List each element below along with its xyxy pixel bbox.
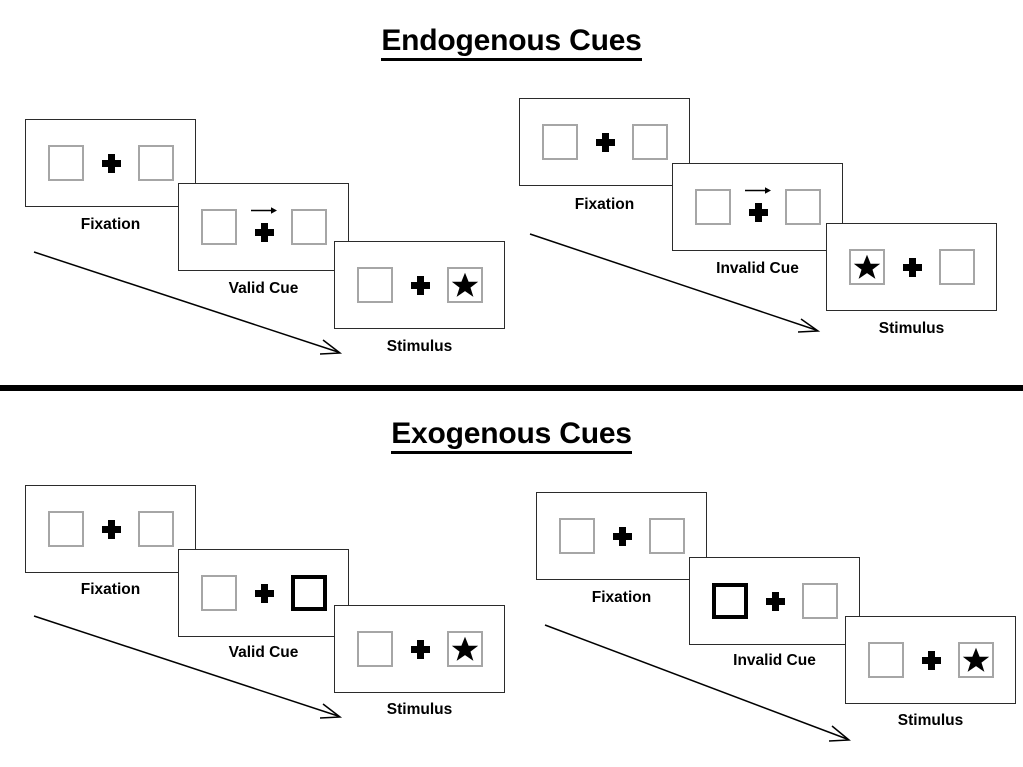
right-box[interactable] (957, 642, 994, 678)
stage-label-stimulus: Stimulus (897, 712, 964, 729)
frame-content (47, 139, 174, 187)
frame-content (541, 118, 668, 166)
left-box[interactable] (356, 631, 393, 667)
plus-icon (921, 650, 941, 670)
right-box[interactable] (631, 124, 668, 160)
stage-label-valid-cue: Valid Cue (228, 644, 299, 661)
stage-label-stimulus: Stimulus (878, 320, 945, 337)
right-box[interactable] (137, 511, 174, 547)
plus-icon (254, 583, 274, 603)
plus-icon (101, 153, 121, 173)
plus-icon (254, 222, 274, 242)
star-icon (451, 271, 479, 299)
frame-content (711, 577, 838, 625)
plus-icon (748, 202, 768, 222)
center-column (84, 505, 138, 553)
panel-exogenous-invalid-cue[interactable] (689, 557, 860, 645)
stage-label-invalid-cue: Invalid Cue (716, 260, 799, 277)
panel-exogenous-invalid-fixation[interactable] (536, 492, 707, 580)
section-title-endogenous-text: Endogenous Cues (381, 24, 642, 61)
stage-label-invalid-cue: Invalid Cue (733, 652, 816, 669)
frame-content (47, 505, 174, 553)
stage-label-stimulus: Stimulus (386, 701, 453, 718)
left-box[interactable] (200, 209, 237, 245)
star-icon (962, 646, 990, 674)
frame-content (867, 636, 994, 684)
section-title-exogenous-text: Exogenous Cues (391, 417, 632, 454)
center-column (904, 636, 958, 684)
frame-content (200, 569, 327, 617)
section-title-exogenous: Exogenous Cues (0, 417, 1023, 454)
stage-label-fixation: Fixation (80, 216, 141, 233)
left-box[interactable] (558, 518, 595, 554)
left-box[interactable] (47, 145, 84, 181)
section-title-endogenous: Endogenous Cues (0, 24, 1023, 61)
center-column (885, 243, 939, 291)
center-column (595, 512, 649, 560)
center-column (237, 203, 291, 251)
panel-exogenous-valid-stimulus[interactable] (334, 605, 505, 693)
plus-icon (595, 132, 615, 152)
stage-label-stimulus: Stimulus (386, 338, 453, 355)
plus-icon (765, 591, 785, 611)
right-box-cued[interactable] (290, 575, 327, 611)
star-icon (451, 635, 479, 663)
center-column (237, 569, 291, 617)
stage-label-fixation: Fixation (80, 581, 141, 598)
left-box[interactable] (200, 575, 237, 611)
panel-exogenous-valid-fixation[interactable] (25, 485, 196, 573)
stage-label-valid-cue: Valid Cue (228, 280, 299, 297)
panel-exogenous-valid-cue[interactable] (178, 549, 349, 637)
plus-icon (101, 519, 121, 539)
center-column (748, 577, 802, 625)
left-box-cued[interactable] (711, 583, 748, 619)
section-divider (0, 385, 1023, 391)
right-box[interactable] (801, 583, 838, 619)
left-box[interactable] (694, 189, 731, 225)
plus-icon (612, 526, 632, 546)
panel-endogenous-valid-cue[interactable] (178, 183, 349, 271)
center-column (393, 625, 447, 673)
plus-icon (410, 275, 430, 295)
right-box[interactable] (446, 267, 483, 303)
panel-endogenous-valid-stimulus[interactable] (334, 241, 505, 329)
left-box[interactable] (867, 642, 904, 678)
right-box[interactable] (137, 145, 174, 181)
stage-label-fixation: Fixation (591, 589, 652, 606)
frame-content (200, 203, 327, 251)
right-box[interactable] (446, 631, 483, 667)
panel-endogenous-invalid-cue[interactable] (672, 163, 843, 251)
panel-endogenous-valid-fixation[interactable] (25, 119, 196, 207)
panel-endogenous-invalid-stimulus[interactable] (826, 223, 997, 311)
frame-content (848, 243, 975, 291)
center-column (578, 118, 632, 166)
center-column (393, 261, 447, 309)
frame-content (558, 512, 685, 560)
center-column (84, 139, 138, 187)
frame-content (694, 183, 821, 231)
right-box[interactable] (938, 249, 975, 285)
left-box[interactable] (541, 124, 578, 160)
left-box[interactable] (848, 249, 885, 285)
right-box[interactable] (290, 209, 327, 245)
plus-icon (902, 257, 922, 277)
left-box[interactable] (47, 511, 84, 547)
arrow-right-icon (744, 186, 772, 195)
center-column (731, 183, 785, 231)
right-box[interactable] (784, 189, 821, 225)
right-box[interactable] (648, 518, 685, 554)
panel-endogenous-invalid-fixation[interactable] (519, 98, 690, 186)
panel-exogenous-invalid-stimulus[interactable] (845, 616, 1016, 704)
left-box[interactable] (356, 267, 393, 303)
star-icon (853, 253, 881, 281)
frame-content (356, 261, 483, 309)
frame-content (356, 625, 483, 673)
arrow-right-icon (250, 206, 278, 215)
stage-label-fixation: Fixation (574, 196, 635, 213)
plus-icon (410, 639, 430, 659)
